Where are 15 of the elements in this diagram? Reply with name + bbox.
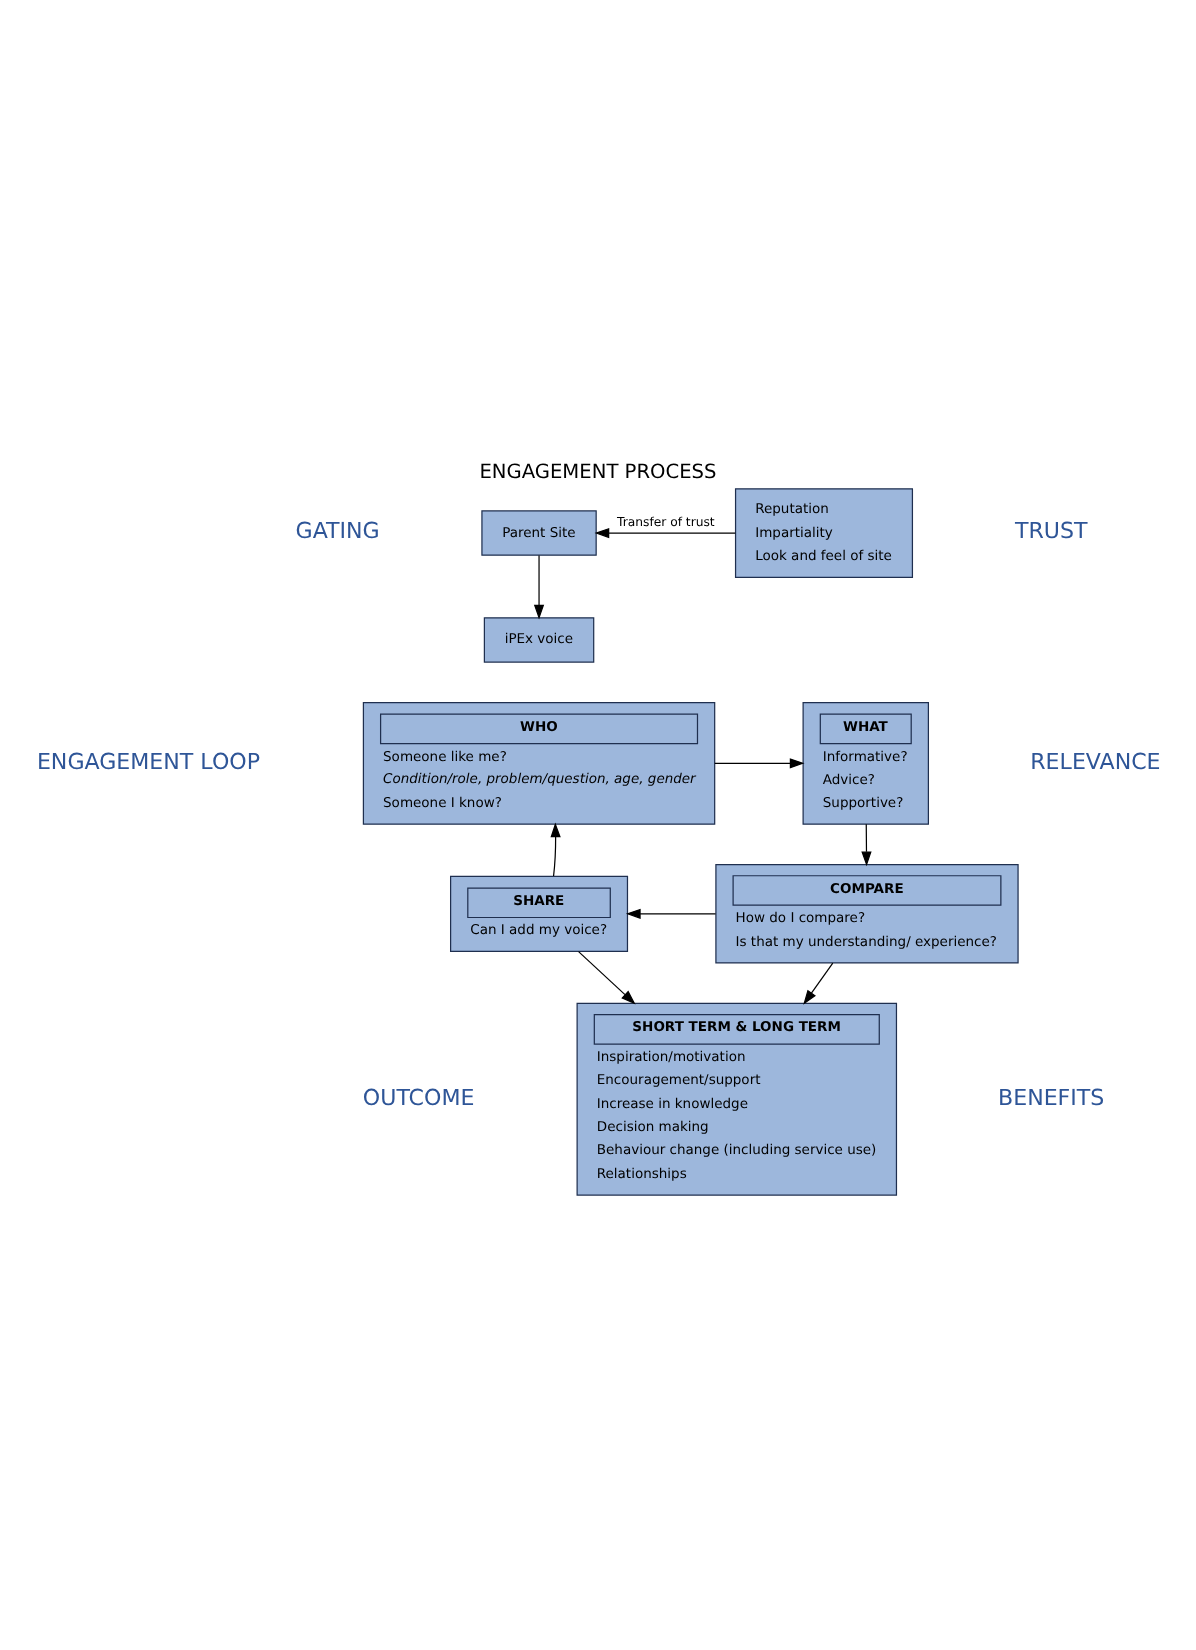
label: RELEVANCE [1030, 747, 1161, 774]
label: ENGAGEMENT LOOP [36, 747, 261, 774]
arrow [550, 821, 561, 876]
arrow [861, 822, 872, 866]
label: TRUST [1014, 517, 1088, 544]
arrow [594, 526, 736, 538]
arrow [577, 950, 636, 1004]
diagram-title: ENGAGEMENT PROCESS [479, 460, 717, 483]
arrow [533, 553, 545, 619]
arrow [803, 961, 834, 1004]
label: OUTCOME [362, 1083, 475, 1110]
arrow [714, 757, 805, 768]
arrow [625, 907, 717, 918]
label: BENEFITS [998, 1083, 1105, 1110]
label: GATING [295, 517, 380, 544]
